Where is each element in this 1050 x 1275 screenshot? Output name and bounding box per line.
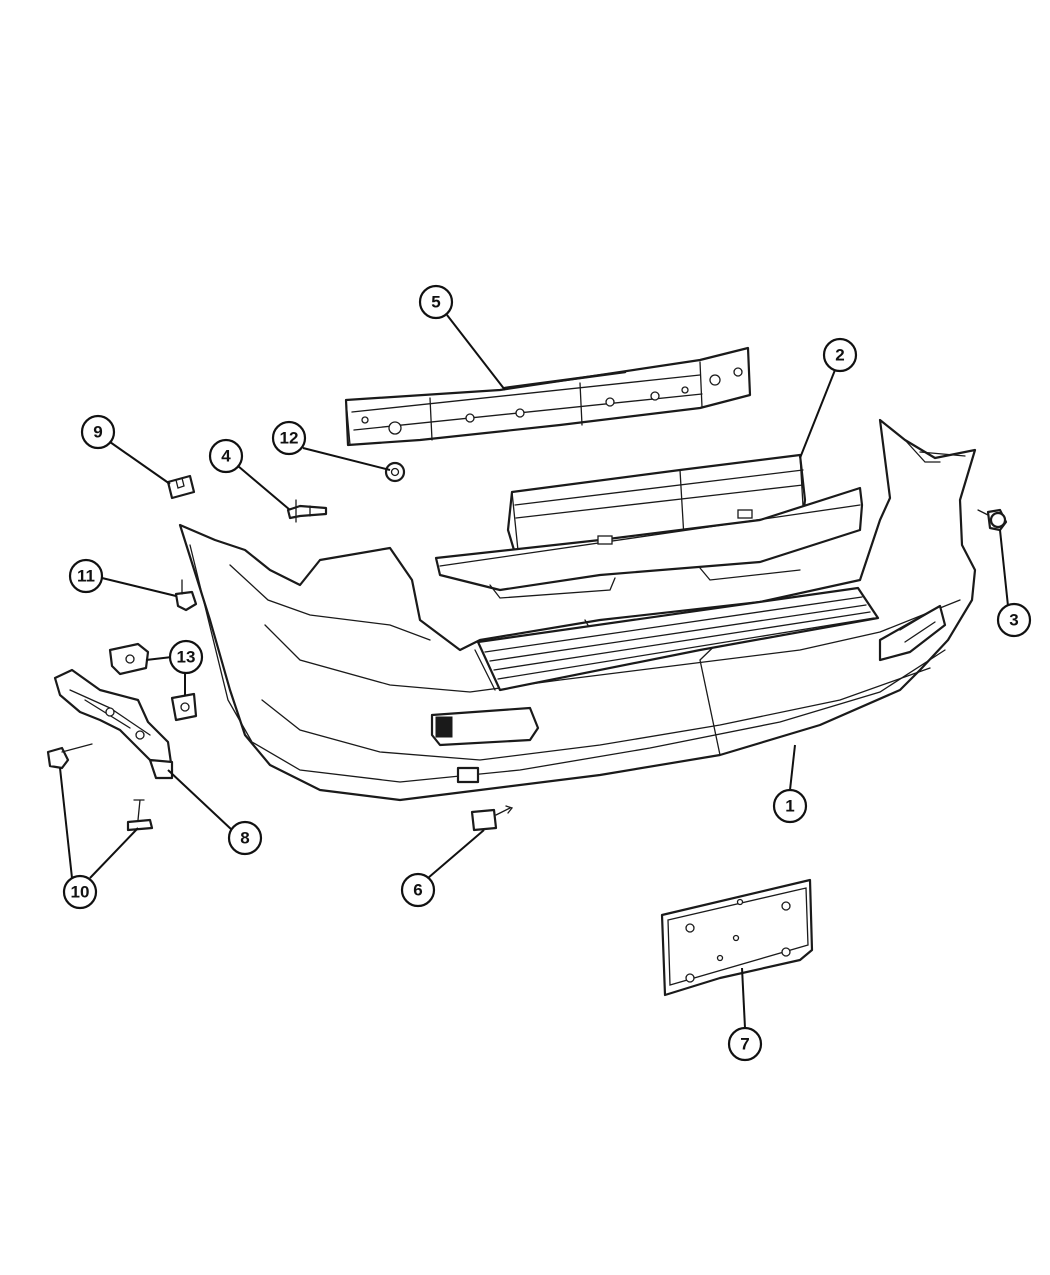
callout-8: 8	[227, 820, 263, 856]
callout-12: 12	[271, 420, 307, 456]
callout-label-2: 2	[835, 346, 844, 365]
part-5-reinforcement-beam	[344, 346, 752, 447]
callout-label-13: 13	[177, 648, 196, 667]
callout-label-8: 8	[240, 829, 249, 848]
leader-2	[799, 369, 836, 459]
part-12-nut	[384, 461, 406, 483]
part-2-energy-absorber	[434, 453, 864, 599]
callout-label-4: 4	[221, 447, 231, 466]
leader-11	[101, 577, 177, 597]
leader-1	[789, 744, 796, 791]
callout-11: 11	[68, 558, 104, 594]
callout-6: 6	[400, 872, 436, 908]
part-1-bumper-fascia	[178, 418, 977, 802]
callout-label-11: 11	[77, 567, 95, 586]
part-3-screw	[977, 508, 1008, 532]
part-10-screws	[46, 743, 154, 832]
callout-13: 13	[168, 639, 204, 675]
callout-4: 4	[208, 438, 244, 474]
part-13-nuts	[108, 642, 198, 722]
part-7-license-bracket	[660, 878, 814, 997]
callout-1: 1	[772, 788, 808, 824]
leader-13a	[145, 656, 173, 661]
leader-8	[167, 769, 233, 831]
part-11-rivet	[174, 579, 198, 612]
callout-3: 3	[996, 602, 1032, 638]
leader-lines	[59, 314, 1009, 1029]
callout-10: 10	[62, 874, 98, 910]
callout-label-3: 3	[1009, 611, 1018, 630]
callout-7: 7	[727, 1026, 763, 1062]
part-4-push-pin	[286, 499, 328, 523]
leader-9	[109, 441, 171, 485]
leader-12	[302, 447, 391, 471]
callout-label-12: 12	[280, 429, 299, 448]
leader-10b	[89, 827, 139, 879]
leader-4	[237, 465, 291, 511]
part-9-clip	[166, 474, 196, 500]
callout-2: 2	[822, 337, 858, 373]
part-8-side-bracket	[53, 668, 174, 780]
callout-label-7: 7	[740, 1035, 749, 1054]
callout-label-9: 9	[93, 423, 102, 442]
callout-9: 9	[80, 414, 116, 450]
leader-5	[446, 314, 506, 391]
callout-label-1: 1	[785, 797, 794, 816]
callout-label-6: 6	[413, 881, 422, 900]
callout-5: 5	[418, 284, 454, 320]
callout-label-10: 10	[71, 883, 90, 902]
leader-3	[999, 529, 1009, 607]
part-6-tow-cover	[470, 805, 514, 832]
leader-6	[427, 829, 485, 879]
leader-7	[741, 967, 746, 1029]
callout-label-5: 5	[431, 293, 440, 312]
leader-10a	[59, 767, 73, 879]
